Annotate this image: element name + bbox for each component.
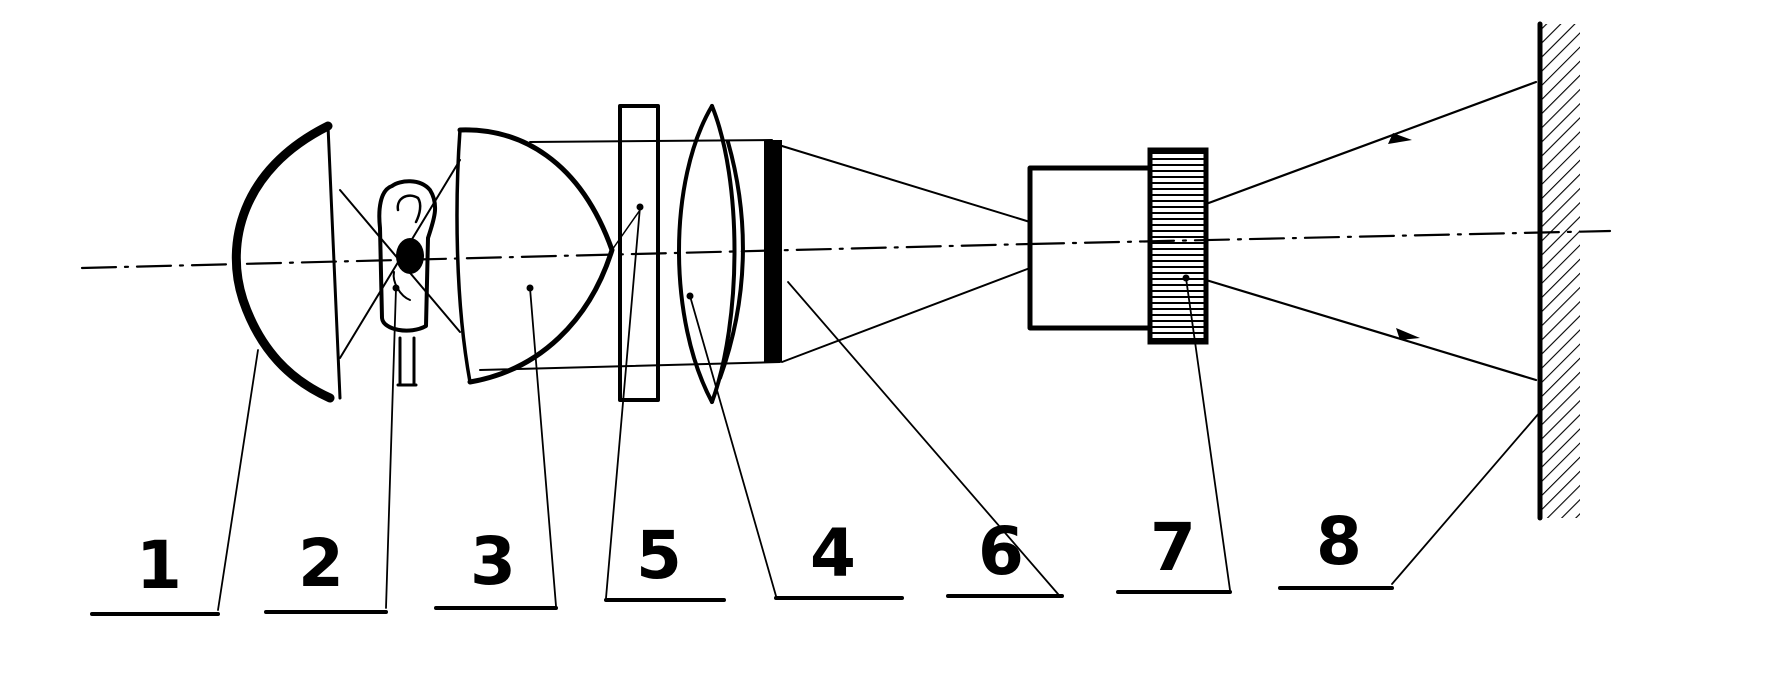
callout-4: 4 — [810, 515, 856, 592]
optical-axis — [80, 229, 1612, 270]
illumination-beam — [479, 139, 781, 371]
projection-lens-element — [677, 104, 782, 404]
focusing-ring — [1147, 147, 1209, 345]
source-rays — [339, 159, 461, 359]
callout-5: 5 — [636, 517, 682, 594]
callout-3: 3 — [470, 523, 516, 600]
reflector-mirror — [231, 121, 342, 403]
callout-labels: 1 2 3 5 4 6 7 8 — [136, 503, 1362, 604]
callout-8: 8 — [1316, 503, 1362, 580]
callout-7: 7 — [1150, 509, 1196, 586]
label-underlines — [90, 586, 1394, 616]
callout-2: 2 — [298, 525, 344, 602]
objective-barrel — [1027, 165, 1153, 331]
arrow-lower — [1396, 328, 1420, 340]
arrow-upper — [1388, 133, 1412, 144]
callout-1: 1 — [136, 527, 182, 604]
callout-6: 6 — [978, 513, 1024, 590]
slide-plate — [611, 104, 660, 402]
projected-rays — [1204, 80, 1538, 382]
converging-beam — [781, 145, 1031, 363]
projection-screen — [1537, 21, 1580, 521]
lamp-bulb — [377, 179, 438, 387]
leader-lines — [217, 206, 1541, 611]
